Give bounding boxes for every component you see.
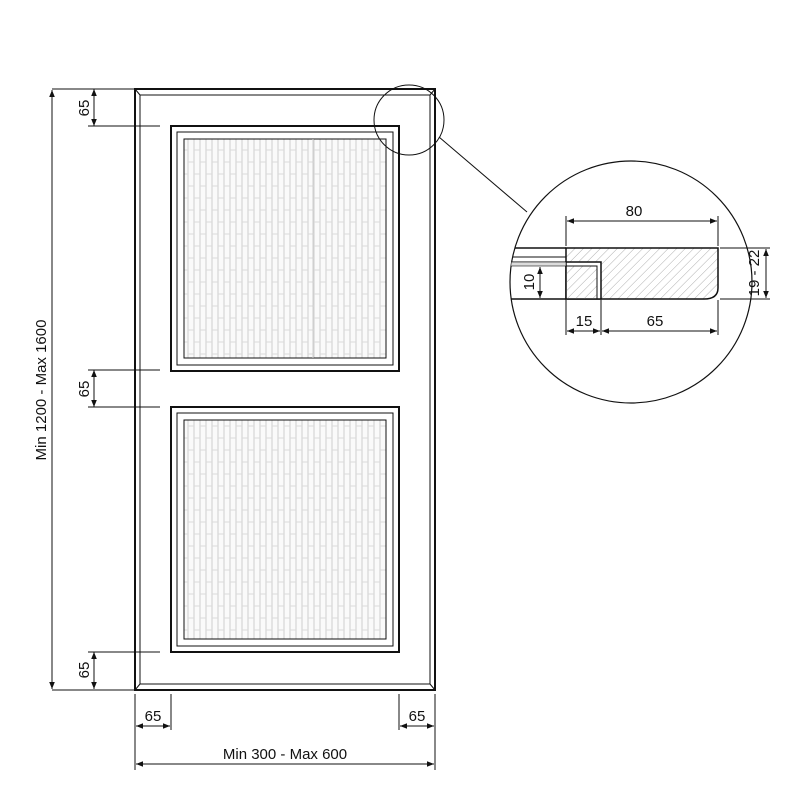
bottom-rail-dimension: 65 — [76, 651, 160, 689]
rebate-label: 15 — [576, 313, 593, 330]
top-rail-label: 65 — [76, 100, 93, 117]
lower-panel — [170, 406, 400, 653]
board-thickness-label: 19 - 22 — [746, 250, 763, 297]
profile-width-label: 80 — [626, 203, 643, 220]
detail-marker-circle — [373, 84, 445, 156]
left-stile-dimension: 65 — [134, 694, 172, 770]
right-stile-dimension: 65 — [398, 694, 436, 770]
detail-callout — [373, 84, 528, 213]
middle-rail-dimension: 65 — [76, 369, 160, 408]
top-rail-dimension: 65 — [76, 89, 160, 127]
upper-panel — [170, 125, 400, 372]
left-stile-label: 65 — [145, 708, 162, 725]
width-dimension: Min 300 - Max 600 — [136, 746, 434, 767]
door-frame — [134, 88, 436, 691]
frame-width-label: 65 — [647, 313, 664, 330]
detail-view: 80 10 19 - 22 15 65 — [509, 160, 770, 404]
frame-section — [565, 247, 719, 300]
leader-line — [438, 136, 528, 213]
bottom-rail-label: 65 — [76, 662, 93, 679]
middle-rail-label: 65 — [76, 381, 93, 398]
width-label: Min 300 - Max 600 — [223, 746, 347, 763]
height-label: Min 1200 - Max 1600 — [33, 320, 50, 461]
panel-thickness-label: 10 — [521, 274, 538, 291]
right-stile-label: 65 — [409, 708, 426, 725]
